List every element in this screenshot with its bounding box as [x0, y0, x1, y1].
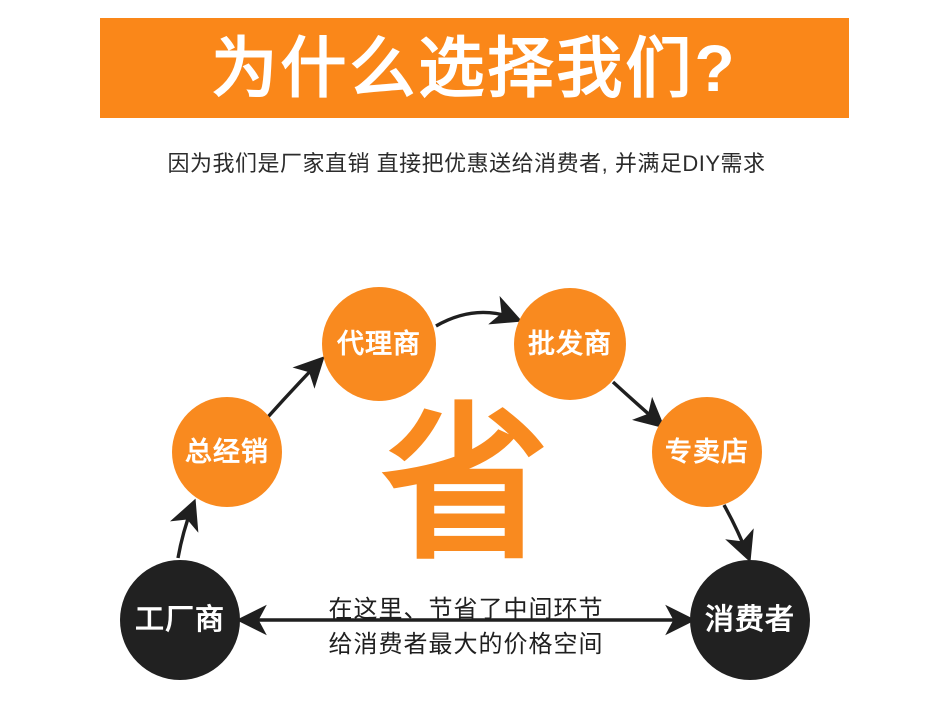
- arrow-wholesale-to-store: [611, 380, 666, 429]
- node-agent-label: 代理商: [337, 328, 421, 359]
- node-wholesaler-label: 批发商: [528, 328, 612, 359]
- caption-line-top: 在这里、节省了中间环节: [328, 596, 604, 623]
- node-factory-label: 工厂商: [134, 603, 225, 636]
- page-title: 为什么选择我们?: [211, 31, 738, 105]
- node-factory[interactable]: 工厂商: [120, 560, 240, 680]
- arrow-factory-to-master: [169, 498, 199, 559]
- header-banner: 为什么选择我们?: [100, 18, 849, 118]
- node-consumer-label: 消费者: [704, 603, 795, 636]
- arrow-agent-to-wholesale: [435, 295, 523, 328]
- node-wholesaler[interactable]: 批发商: [514, 288, 626, 400]
- savings-glyph: 省: [381, 391, 549, 579]
- arrow-store-to-consumer: [722, 504, 754, 563]
- subtitle-text: 因为我们是厂家直销 直接把优惠送给消费者, 并满足DIY需求: [167, 151, 766, 176]
- arrow-master-to-agent: [265, 356, 325, 420]
- caption-line-bottom: 给消费者最大的价格空间: [328, 631, 604, 658]
- node-retail-store[interactable]: 专卖店: [652, 397, 762, 507]
- node-master-distributor[interactable]: 总经销: [172, 397, 282, 507]
- node-agent[interactable]: 代理商: [322, 287, 436, 401]
- node-consumer[interactable]: 消费者: [690, 560, 810, 680]
- node-master-distributor-label: 总经销: [185, 436, 269, 467]
- node-retail-store-label: 专卖店: [665, 436, 749, 467]
